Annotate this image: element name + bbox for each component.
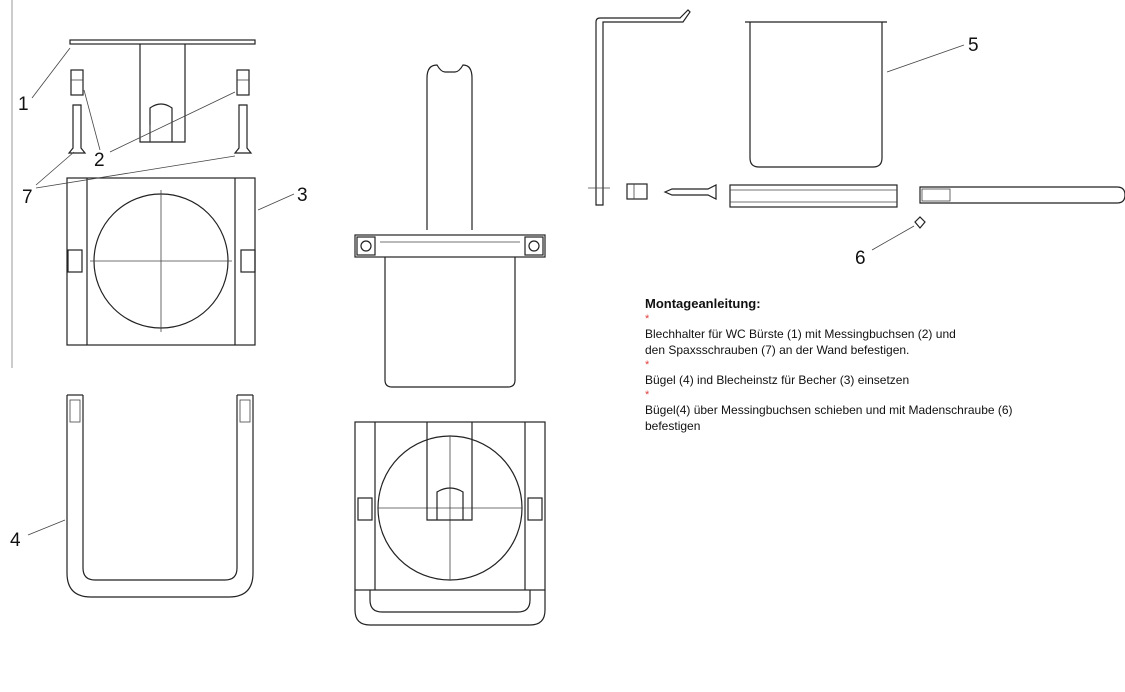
part-1-sheet-holder bbox=[69, 39, 256, 143]
label-2: 2 bbox=[83, 89, 236, 171]
step-3-line-1: Bügel(4) über Messingbuchsen schieben un… bbox=[645, 403, 1013, 417]
svg-text:5: 5 bbox=[968, 35, 979, 56]
bullet-star: * bbox=[645, 359, 650, 371]
part-5-cup bbox=[745, 21, 887, 168]
step-1: Blechhalter für WC Bürste (1) mit Messin… bbox=[645, 326, 1105, 358]
exploded-row bbox=[626, 183, 1125, 229]
bullet-star: * bbox=[645, 313, 650, 325]
step-2-line-1: Bügel (4) ind Blecheinstz für Becher (3)… bbox=[645, 373, 910, 387]
svg-text:2: 2 bbox=[94, 150, 105, 171]
assembly-top-view bbox=[354, 421, 546, 626]
assembly-front-view bbox=[354, 64, 546, 388]
label-7: 7 bbox=[22, 151, 236, 208]
svg-text:3: 3 bbox=[297, 185, 308, 206]
instructions-title: Montageanleitung: bbox=[645, 296, 761, 311]
label-4: 4 bbox=[10, 519, 66, 551]
bullet-star: * bbox=[645, 389, 650, 401]
label-6: 6 bbox=[855, 225, 915, 269]
part-3-cup-insert-plate bbox=[66, 177, 256, 346]
step-1-line-1: Blechhalter für WC Bürste (1) mit Messin… bbox=[645, 327, 956, 341]
step-3: Bügel(4) über Messingbuchsen schieben un… bbox=[645, 402, 1105, 434]
step-1-line-2: den Spaxsschrauben (7) an der Wand befes… bbox=[645, 343, 910, 357]
step-3-line-2: befestigen bbox=[645, 419, 701, 433]
part-7-screws bbox=[67, 104, 253, 154]
svg-text:6: 6 bbox=[855, 248, 866, 269]
part-2-brass-bushings bbox=[70, 69, 250, 96]
label-1: 1 bbox=[18, 47, 71, 115]
step-2: Bügel (4) ind Blecheinstz für Becher (3)… bbox=[645, 372, 1105, 388]
label-5: 5 bbox=[886, 35, 979, 73]
part-4-bracket-u bbox=[66, 394, 254, 598]
sheet-holder-side-view bbox=[588, 9, 691, 206]
svg-text:1: 1 bbox=[18, 94, 29, 115]
svg-text:4: 4 bbox=[10, 530, 21, 551]
svg-text:7: 7 bbox=[22, 187, 33, 208]
label-3: 3 bbox=[257, 185, 308, 211]
assembly-instructions: Montageanleitung: * Blechhalter für WC B… bbox=[645, 296, 1105, 434]
